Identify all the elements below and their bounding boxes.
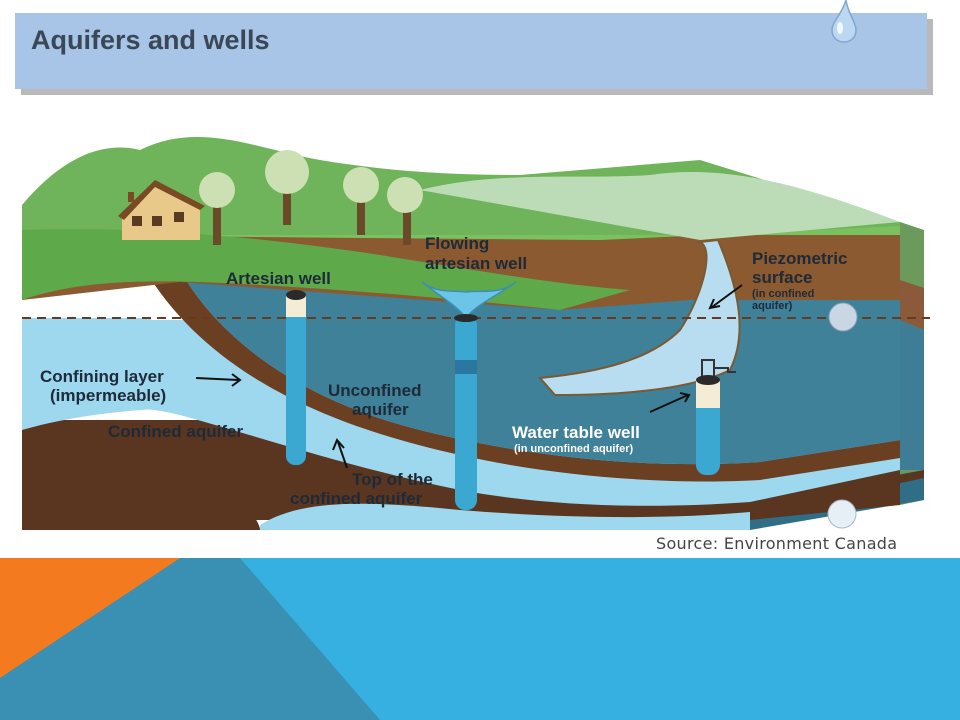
footer-orange <box>0 558 180 678</box>
water-drop-icon <box>827 499 857 529</box>
water-drop-icon <box>828 302 858 332</box>
label-unconfined-line2: aquifer <box>352 400 409 419</box>
label-piezo-line1: Piezometric <box>752 249 847 268</box>
label-water-table-sub: (in unconfined aquifer) <box>514 443 633 455</box>
label-flowing-line1: Flowing <box>425 234 489 253</box>
label-confining-line1: Confining layer <box>40 367 164 386</box>
label-artesian-well: Artesian well <box>226 269 331 288</box>
page-title: Aquifers and wells <box>31 25 270 55</box>
tree-icon <box>199 150 423 245</box>
flowing-artesian-well <box>421 281 517 510</box>
water-table-well <box>696 359 736 475</box>
label-top-line2: confined aquifer <box>290 489 423 508</box>
water-drop-icon <box>831 0 857 43</box>
label-flowing-line2: artesian well <box>425 254 527 273</box>
footer-band <box>0 558 960 720</box>
label-piezo-line2: surface <box>752 268 812 287</box>
label-unconfined-line1: Unconfined <box>328 381 422 400</box>
label-confining-line2: (impermeable) <box>50 386 166 405</box>
label-water-table-well: Water table well <box>512 423 640 442</box>
label-confined-aquifer: Confined aquifer <box>108 422 243 441</box>
house-icon <box>118 180 205 240</box>
label-top-line1: Top of the <box>352 470 433 489</box>
title-bar: Aquifers and wells <box>15 13 927 89</box>
label-piezo-line4: aquifer) <box>752 300 793 312</box>
land-surface <box>22 137 900 397</box>
label-piezo-line3: (in confined <box>752 288 814 300</box>
artesian-well <box>286 290 306 465</box>
source-credit: Source: Environment Canada <box>656 534 898 553</box>
aquifer-diagram: Artesian well Flowing artesian well Piez… <box>22 0 930 530</box>
label-arrows <box>195 284 743 469</box>
